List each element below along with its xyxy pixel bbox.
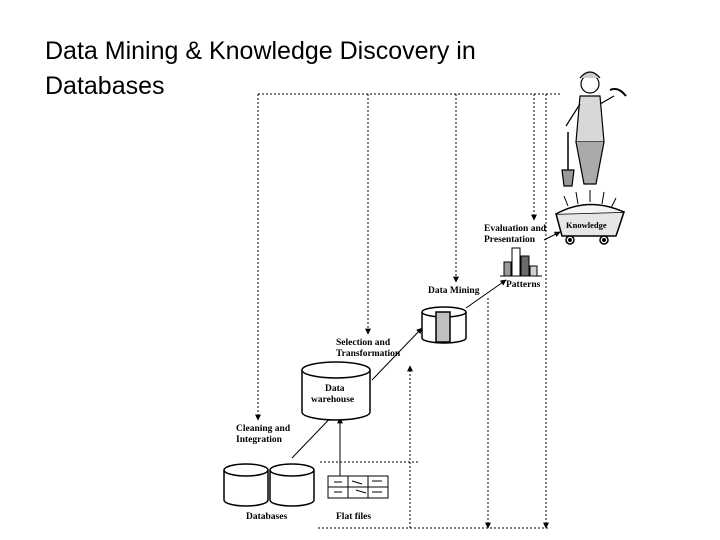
data-mining-icon	[421, 306, 467, 344]
slide-title: Data Mining & Knowledge Discovery in Dat…	[45, 34, 605, 104]
label-evaluation-1: Evaluation and	[484, 224, 547, 234]
label-selection-1: Selection and	[336, 338, 391, 348]
label-patterns: Patterns	[506, 280, 541, 290]
label-databases: Databases	[246, 512, 287, 522]
label-evaluation-2: Presentation	[484, 235, 536, 245]
patterns-icon	[500, 247, 542, 277]
feedback-dotted-lines	[255, 93, 560, 529]
label-cleaning-2: Integration	[236, 435, 283, 445]
label-selection-2: Transformation	[336, 349, 401, 359]
flat-files-icon	[327, 475, 389, 499]
label-warehouse-1: Data	[325, 384, 345, 394]
title-line-1: Data Mining & Knowledge Discovery in	[45, 37, 476, 65]
label-knowledge: Knowledge	[566, 220, 607, 230]
knowledge-cart-icon	[555, 190, 626, 245]
label-warehouse-2: warehouse	[311, 395, 354, 405]
data-warehouse-icon	[301, 361, 371, 421]
miner-icon	[561, 71, 627, 187]
label-data-mining: Data Mining	[428, 286, 480, 296]
label-flat-files: Flat files	[336, 512, 371, 522]
arrow-patterns-to-knowledge	[543, 231, 561, 241]
arrow-mining-to-patterns	[465, 279, 507, 309]
arrow-warehouse-to-mining	[371, 327, 423, 381]
label-cleaning-1: Cleaning and	[236, 424, 291, 434]
databases-icon	[223, 463, 315, 507]
title-line-2: Databases	[45, 72, 165, 100]
